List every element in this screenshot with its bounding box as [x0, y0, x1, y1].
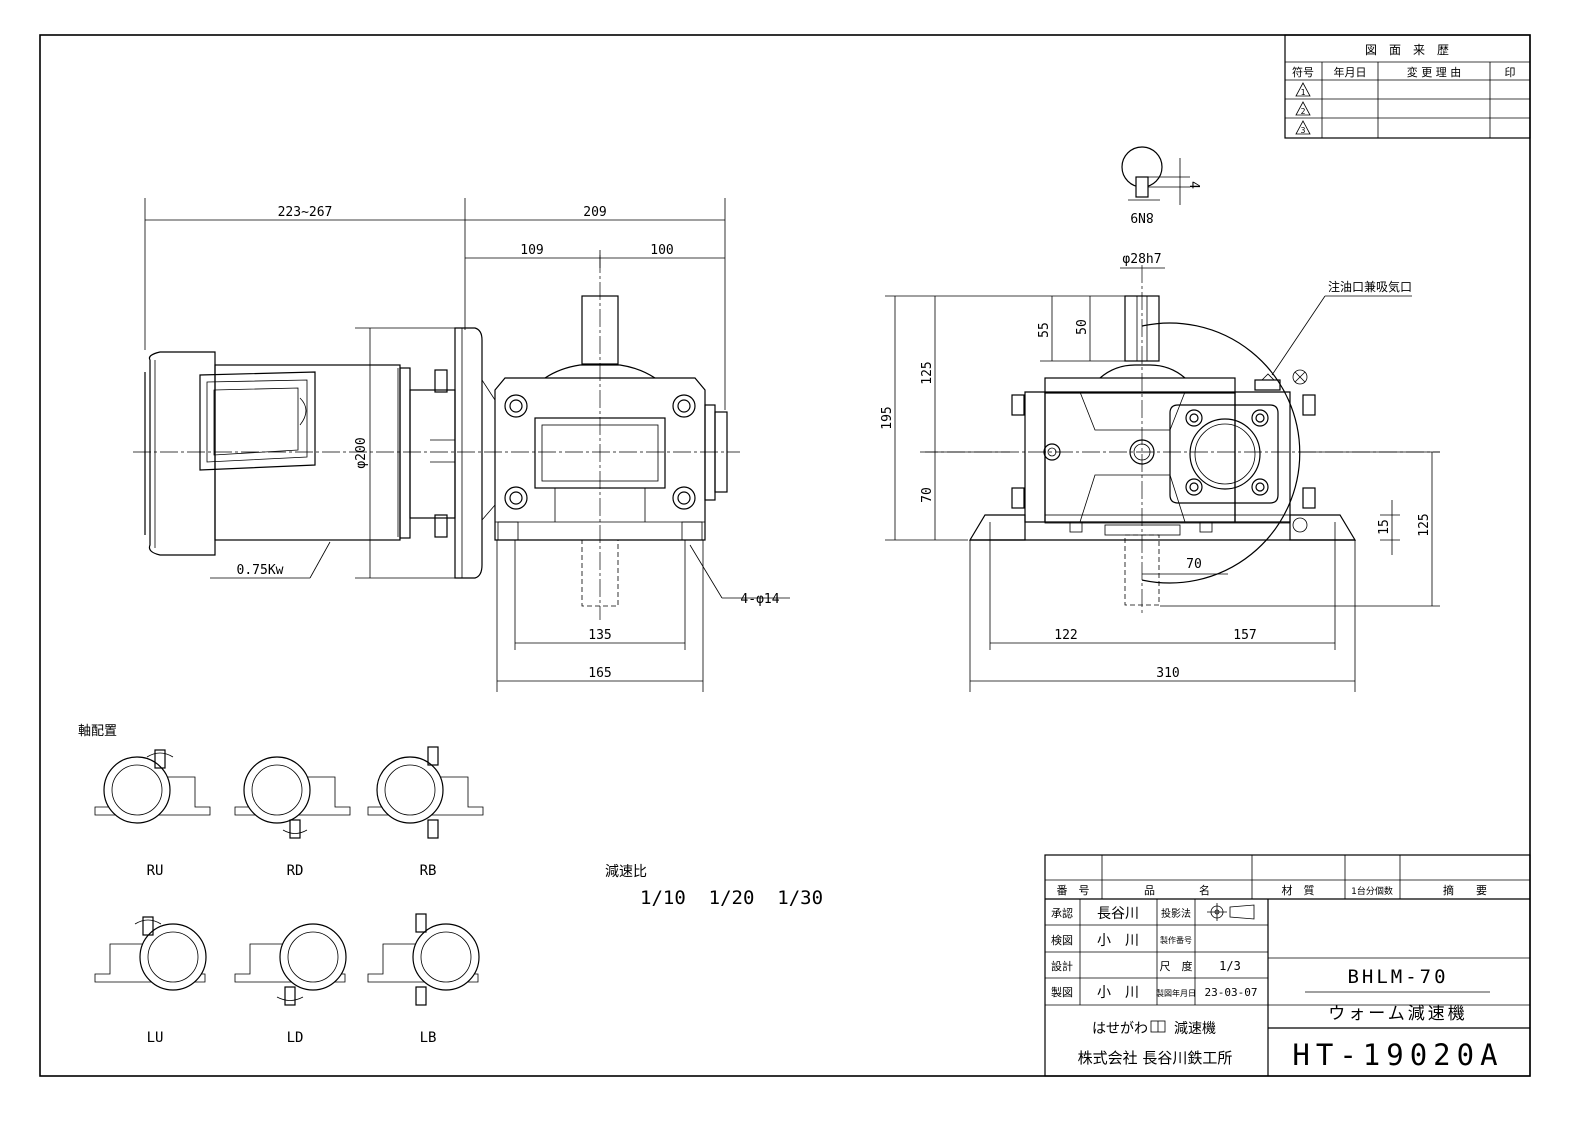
rev-mark-1: 1 — [1295, 82, 1311, 97]
label-ru: RU — [147, 863, 164, 879]
dim-125-right: 125 — [1417, 513, 1432, 536]
dim-223-267: 223~267 — [278, 205, 333, 220]
dim-165: 165 — [588, 666, 611, 681]
tb-header-material: 材 質 — [1282, 883, 1315, 897]
dim-122: 122 — [1054, 628, 1077, 643]
rev-mark-3: 3 — [1295, 120, 1311, 135]
tb-header-no: 番 号 — [1057, 884, 1090, 897]
tb-date-label: 製図年月日 — [1156, 988, 1196, 998]
dim-195: 195 — [880, 406, 895, 429]
rev-mark-2: 2 — [1295, 101, 1311, 116]
tb-drawing-no: HT-19020A — [1292, 1038, 1503, 1072]
key-detail: 4 8N9 — [1121, 146, 1201, 224]
tb-check-label: 検図 — [1051, 933, 1073, 947]
tb-header-remarks: 摘 要 — [1443, 883, 1487, 897]
label-rd: RD — [287, 863, 304, 879]
tb-check-name: 小 川 — [1097, 933, 1139, 949]
side-view — [133, 255, 740, 620]
side-view-dimensions: 223~267 209 109 100 φ200 0.75Kw 4-φ14 13… — [144, 198, 790, 692]
tb-header-qty: 1台分個数 — [1351, 885, 1393, 897]
title-block: 番 号 品 名 材 質 1台分個数 摘 要 承認 長谷川 検図 小 川 設計 製… — [1044, 854, 1531, 1077]
front-view — [920, 265, 1440, 615]
rev-header-seal: 印 — [1505, 66, 1516, 79]
dim-15: 15 — [1377, 519, 1392, 535]
dim-157: 157 — [1233, 628, 1256, 643]
tb-design-label: 設計 — [1051, 959, 1073, 973]
dim-bolt-holes: 4-φ14 — [740, 592, 779, 607]
svg-text:3: 3 — [1301, 126, 1306, 135]
label-lu: LU — [147, 1030, 164, 1046]
sheet-border — [39, 34, 1531, 1077]
tb-make-no-label: 製作番号 — [1160, 935, 1192, 945]
revision-title: 図 面 来 歴 — [1365, 43, 1449, 57]
dim-key: 8N9 — [1130, 209, 1153, 224]
tb-approve-name: 長谷川 — [1097, 906, 1139, 922]
tb-company-line1b: 減速機 — [1174, 1020, 1216, 1037]
tb-company-line2: 株式会社 長谷川鉄工所 — [1078, 1049, 1233, 1067]
shaft-arrangement-title: 軸配置 — [78, 724, 117, 739]
dim-50: 50 — [1075, 319, 1090, 335]
tb-model: BHLM-70 — [1347, 966, 1448, 988]
company-logo-icon — [1150, 1020, 1166, 1033]
reduction-title: 減速比 — [605, 863, 647, 880]
arrangement-ld — [234, 923, 347, 1006]
label-rb: RB — [420, 863, 437, 879]
arrangement-ru — [94, 749, 211, 824]
svg-text:1: 1 — [1301, 88, 1306, 97]
tb-product: ウォーム減速機 — [1328, 1004, 1468, 1024]
dim-motor-power: 0.75Kw — [237, 563, 284, 578]
dim-shaft-dia: φ28h7 — [1122, 252, 1161, 267]
arrangement-rb — [367, 746, 484, 839]
dim-100: 100 — [650, 243, 673, 258]
dim-109: 109 — [520, 243, 543, 258]
tb-projection-label: 投影法 — [1161, 907, 1191, 920]
arrangement-lu — [94, 916, 207, 991]
dim-offset-70: 70 — [1186, 557, 1202, 572]
tb-approve-label: 承認 — [1051, 906, 1073, 920]
rev-header-mark: 符号 — [1292, 66, 1314, 79]
dim-135: 135 — [588, 628, 611, 643]
svg-text:2: 2 — [1301, 107, 1306, 116]
dim-55: 55 — [1037, 322, 1052, 338]
tb-draw-name: 小 川 — [1097, 985, 1139, 1001]
tb-draw-label: 製図 — [1051, 985, 1073, 999]
oil-port-label: 注油口兼吸気口 — [1328, 279, 1412, 294]
tb-scale: 1/3 — [1219, 959, 1241, 973]
projection-symbol-icon — [1207, 903, 1255, 921]
front-view-dimensions: φ28h7 195 125 70 55 50 注油口兼吸気口 15 125 70 — [880, 252, 1440, 692]
dim-key-height: 4 — [1186, 181, 1201, 189]
label-ld: LD — [287, 1030, 304, 1046]
reduction-ratios: 1/10 1/20 1/30 — [640, 887, 823, 909]
revision-table: 図 面 来 歴 符号 年月日 変 更 理 由 印 1 2 3 — [1284, 34, 1531, 139]
rev-header-date: 年月日 — [1334, 65, 1367, 79]
dim-209: 209 — [583, 205, 606, 220]
tb-company-line1: はせがわ — [1092, 1021, 1148, 1037]
rev-header-reason: 変 更 理 由 — [1407, 65, 1462, 79]
tb-date: 23-03-07 — [1205, 986, 1258, 999]
dim-70-left: 70 — [920, 487, 935, 503]
arrangement-lb — [367, 913, 480, 1006]
dim-flange-dia: φ200 — [354, 437, 369, 468]
arrangement-rd — [234, 756, 351, 839]
label-lb: LB — [420, 1030, 437, 1046]
tb-scale-label: 尺 度 — [1160, 959, 1193, 973]
dim-125-left: 125 — [920, 361, 935, 384]
dim-310: 310 — [1156, 666, 1179, 681]
tb-header-name: 品 名 — [1144, 883, 1210, 897]
